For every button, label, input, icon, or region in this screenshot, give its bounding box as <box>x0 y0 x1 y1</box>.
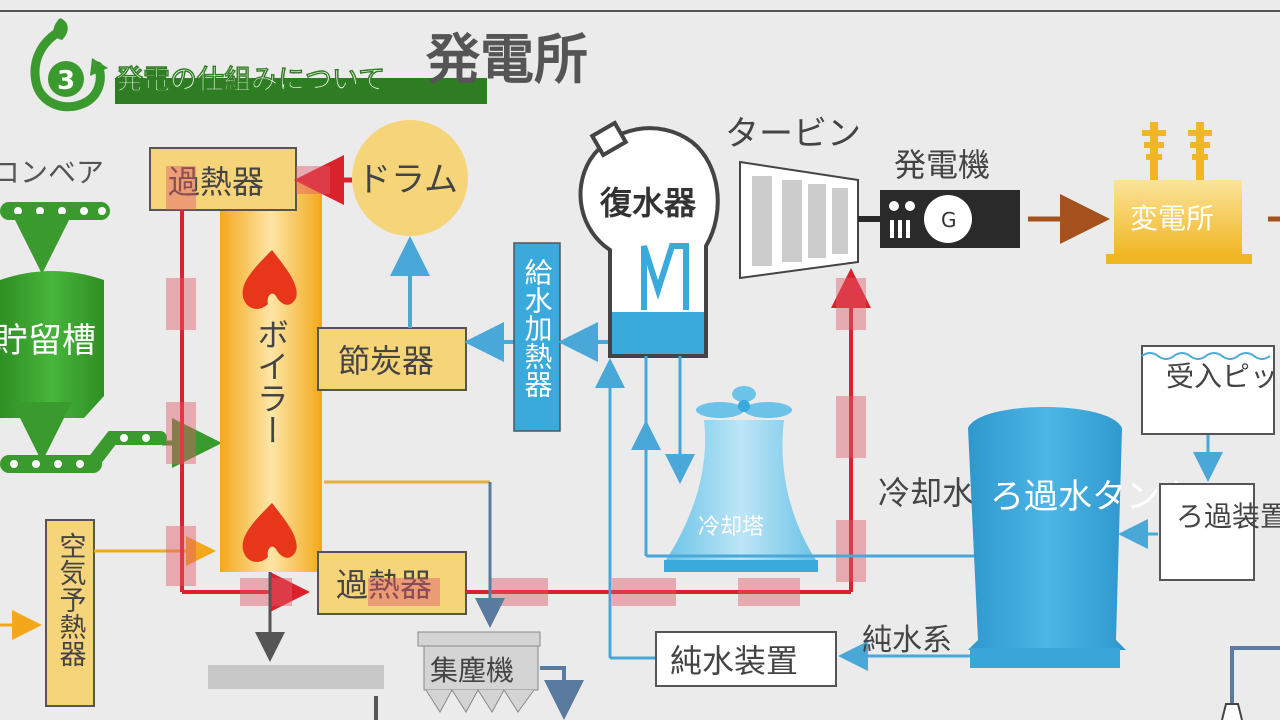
superheater-top-box <box>149 147 297 211</box>
condenser-vent <box>589 120 629 158</box>
storage-tank <box>0 271 104 418</box>
conveyor-label: コンベア <box>0 156 104 189</box>
section-badge: 3 発電の仕組みについて <box>30 18 487 112</box>
economizer-label: 節炭器 <box>338 342 434 380</box>
pure-water-line-label: 純水系 <box>862 623 952 658</box>
dust-collector-top <box>417 631 541 647</box>
pure-water-unit-box <box>655 631 837 687</box>
condenser-group: 復水器 <box>578 120 720 358</box>
dust-collector-hoppers <box>425 689 535 713</box>
water-surface-icon <box>1141 352 1271 360</box>
air-preheater-box <box>45 519 95 707</box>
receiving-pit-box <box>1141 345 1275 435</box>
coal-feed-group: コンベア 貯留槽 <box>0 156 222 473</box>
badge-arrow-icon <box>90 58 108 76</box>
air-preheater-label: 空気予熱器 <box>55 532 87 667</box>
turbine-group: タービン <box>725 114 861 280</box>
filtration-unit-label: ろ過装置 <box>1176 500 1280 533</box>
turbine-label: タービン <box>725 114 861 154</box>
badge-number: 3 <box>57 66 75 96</box>
stack-icon <box>1221 703 1243 720</box>
conveyor-rollers-bottom <box>10 460 84 468</box>
steam-heat-bands <box>166 166 866 606</box>
superheater-bottom-box <box>317 551 467 615</box>
ash-hopper <box>208 665 384 689</box>
flame-icon-top <box>242 250 297 309</box>
badge-sprout-icon <box>53 18 68 40</box>
cooling-fan-icon <box>696 386 792 418</box>
substation-insulators-icon <box>1142 122 1212 180</box>
cooling-tower-group: 冷却塔 <box>664 386 818 572</box>
receiving-pit-label: 受入ピット <box>1166 360 1280 393</box>
dust-collector-label: 集塵機 <box>430 654 514 687</box>
economizer-box <box>317 327 467 391</box>
pure-water-unit-label: 純水装置 <box>670 642 798 680</box>
ash-support <box>374 696 378 720</box>
steam-line <box>166 166 871 612</box>
turbine-blades <box>752 176 848 266</box>
conveyor-belt-bottom <box>0 455 102 473</box>
generator-group: G 発電機 <box>858 146 1020 248</box>
filtered-water-tank <box>968 407 1126 650</box>
generator-terminals-icon <box>889 201 915 238</box>
dust-collector-box <box>423 645 539 691</box>
conveyor-rollers-incline <box>120 434 150 442</box>
generator-label: 発電機 <box>894 146 990 184</box>
conveyor-rollers-top <box>14 207 106 215</box>
substation-base <box>1106 254 1252 264</box>
generator-coil-icon <box>924 195 972 243</box>
page-title: 発電所 <box>426 28 588 91</box>
condenser-water <box>612 312 704 354</box>
conveyor-incline <box>85 431 167 471</box>
badge-number-circle <box>48 61 84 97</box>
superheater-bottom-label: 過熱器 <box>336 566 432 604</box>
storage-tank-label: 貯留槽 <box>0 321 96 361</box>
boiler-label: ボイラー <box>252 318 290 446</box>
flame-icon-bottom <box>242 503 297 562</box>
substation-box <box>1114 180 1242 256</box>
receiving-pit-group: 受入ピット <box>1141 345 1280 435</box>
condenser-label: 復水器 <box>599 184 697 222</box>
badge-bar <box>115 78 487 104</box>
boiler-group: ボイラー <box>220 182 322 572</box>
cooling-tower-label: 冷却塔 <box>698 515 764 540</box>
substation-group: 変電所 <box>1106 122 1280 264</box>
filtration-unit-box <box>1159 483 1255 581</box>
top-rule <box>0 10 1280 12</box>
filtered-water-tank-base <box>970 648 1120 668</box>
badge-leaf-icon <box>30 25 105 112</box>
superheater-top-label: 過熱器 <box>168 163 264 201</box>
substation-label: 変電所 <box>1130 202 1214 235</box>
feedwater-heater-label: 給水加熱器 <box>521 258 554 398</box>
cooling-tower <box>666 420 816 560</box>
water-lines <box>595 356 1223 671</box>
flue-gas-group: 集塵機 <box>208 480 1280 720</box>
badge-label: 発電の仕組みについて <box>115 64 385 96</box>
generator-symbol: G <box>941 208 957 232</box>
air-preheater-group: 空気予熱器 <box>0 519 216 707</box>
arrow-collector-out <box>540 666 584 720</box>
cooling-tower-base <box>664 560 818 572</box>
drum <box>352 120 468 236</box>
line-right-bottom <box>1230 646 1280 710</box>
condenser-coil <box>641 243 689 310</box>
drum-label: ドラム <box>357 160 458 200</box>
